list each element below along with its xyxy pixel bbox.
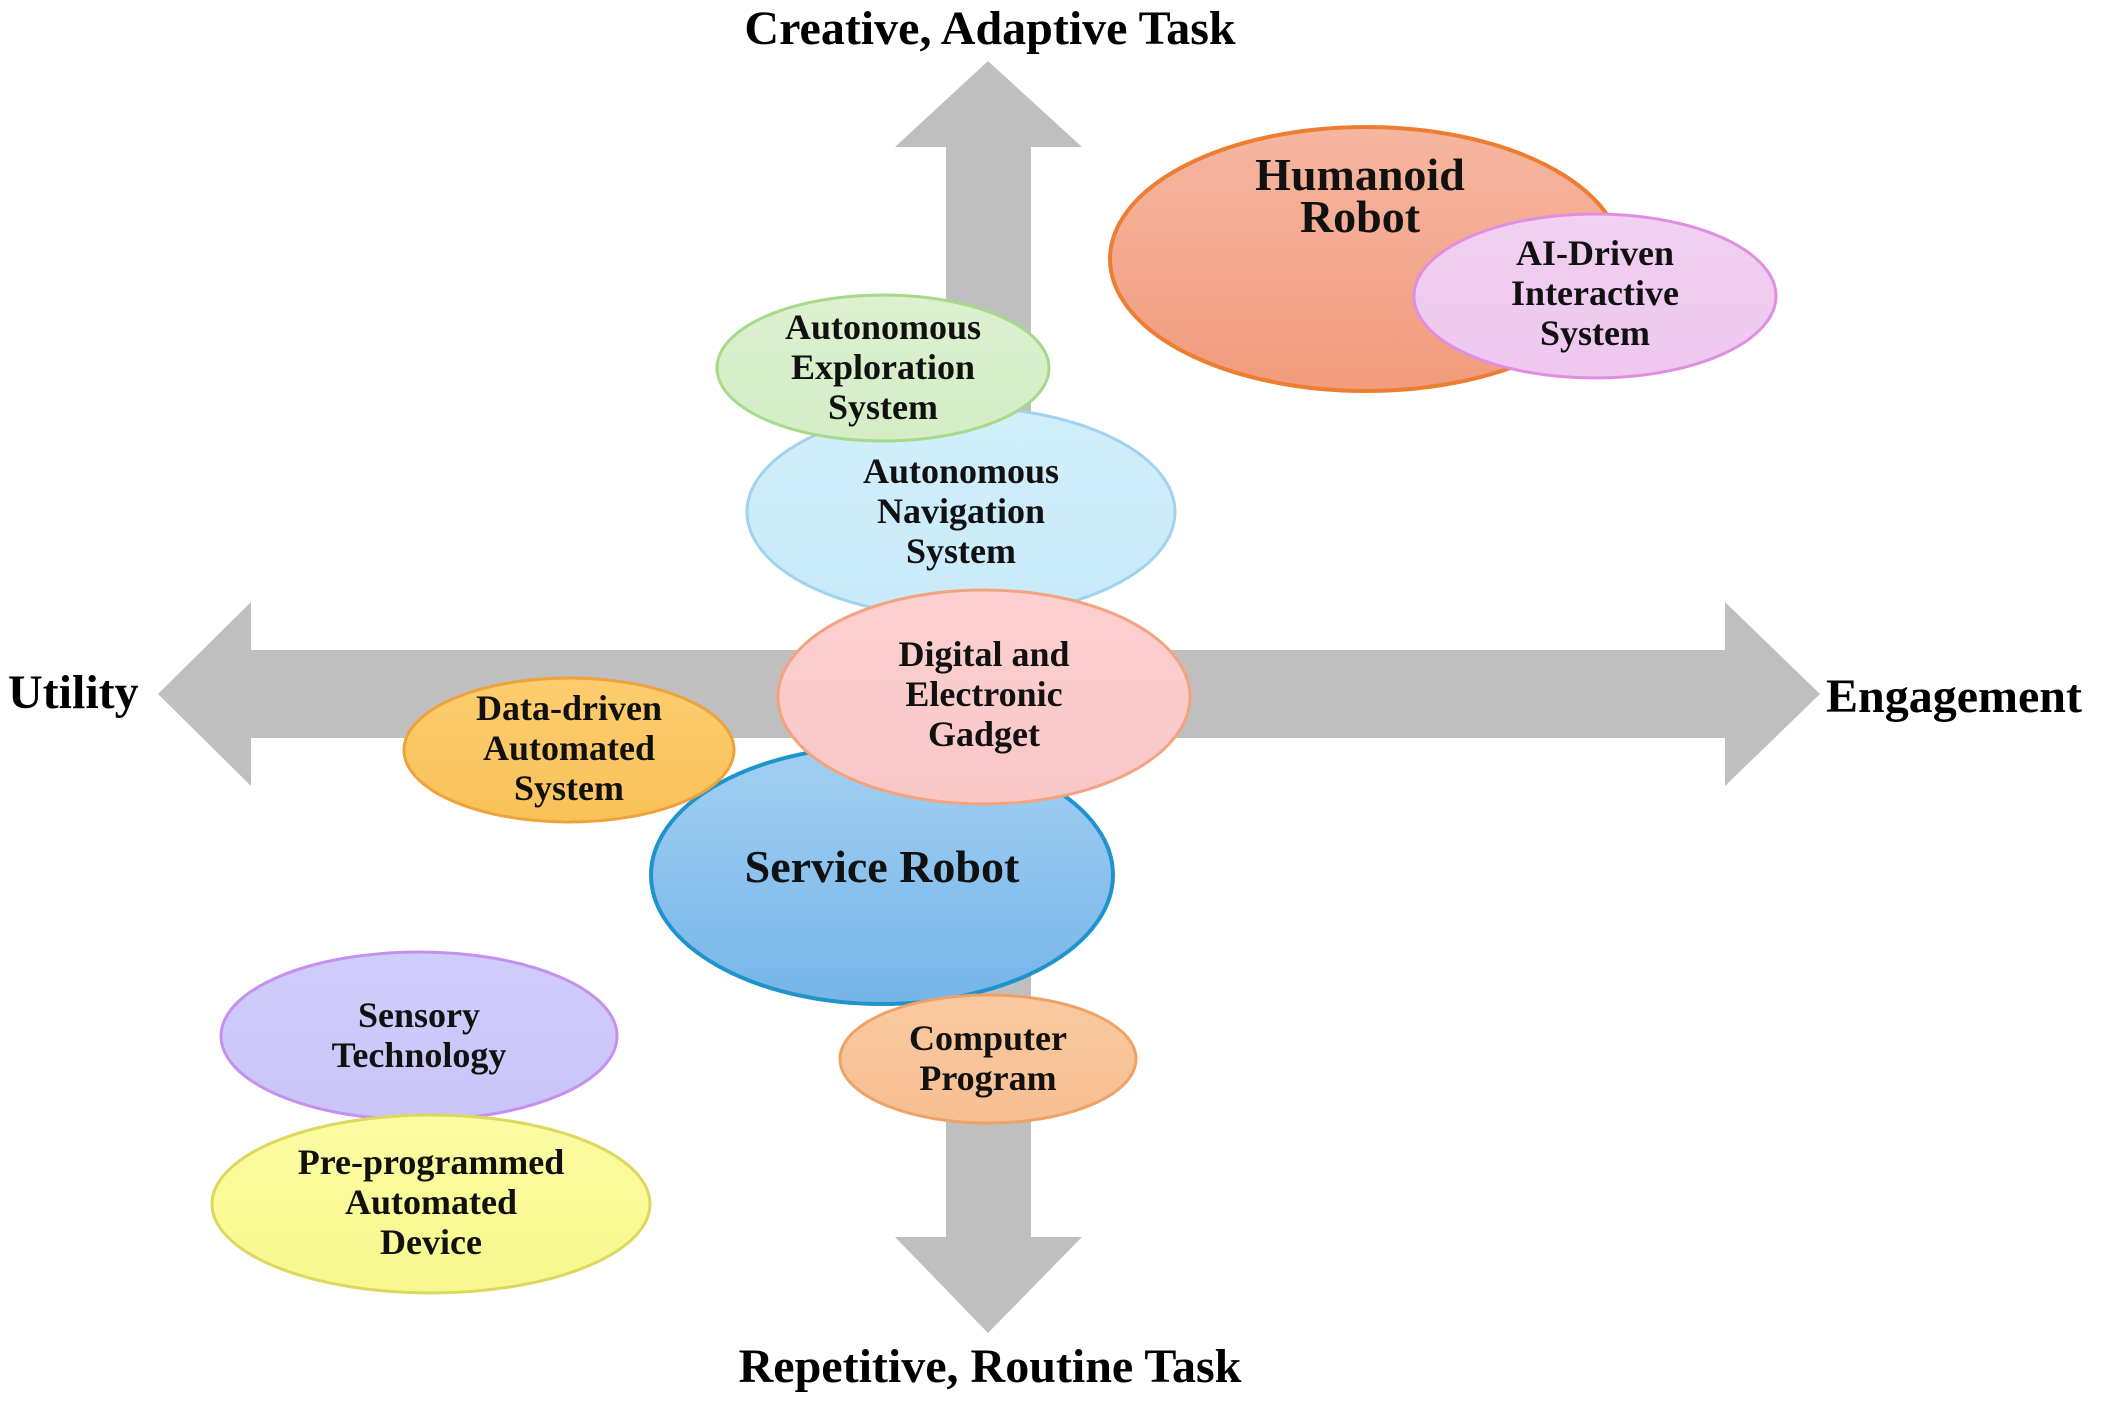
- computer-program-ellipse: [838, 993, 1138, 1125]
- data-driven-automated-system-label-line: System: [514, 768, 624, 808]
- data-driven-automated-system-label-line: Data-driven: [476, 688, 662, 728]
- ai-driven-interactive-system-label-line: AI-Driven: [1516, 233, 1674, 273]
- pre-programmed-automated-device-label-line: Pre-programmed: [298, 1142, 565, 1182]
- ai-driven-interactive-system-ellipse: [1412, 212, 1778, 380]
- node-service-robot: Service Robot: [649, 744, 1115, 1006]
- autonomous-exploration-system-label-line: Autonomous: [785, 307, 981, 347]
- autonomous-exploration-system-ellipse: [715, 293, 1051, 443]
- computer-program-label-line: Program: [919, 1058, 1056, 1098]
- autonomous-navigation-system-label-line: System: [906, 531, 1016, 571]
- autonomous-navigation-system-label-line: Autonomous: [863, 451, 1059, 491]
- humanoid-robot-label-line: Robot: [1300, 191, 1421, 242]
- autonomous-exploration-system-label-line: Exploration: [791, 347, 975, 387]
- pre-programmed-automated-device-label-line: Device: [380, 1222, 482, 1262]
- data-driven-automated-system-ellipse: [402, 676, 736, 824]
- digital-and-electronic-gadget-ellipse: [776, 588, 1192, 806]
- axis-label-bottom: Repetitive, Routine Task: [739, 1340, 1242, 1393]
- pre-programmed-automated-device-ellipse: [210, 1113, 652, 1295]
- sensory-technology-label-line: Technology: [332, 1035, 507, 1075]
- pre-programmed-automated-device-label-line: Automated: [345, 1182, 517, 1222]
- computer-program-label-line: Computer: [909, 1018, 1067, 1058]
- digital-and-electronic-gadget-label-line: Gadget: [928, 714, 1040, 754]
- humanoid-robot-label-line: Humanoid: [1255, 149, 1465, 200]
- ai-driven-interactive-system-label-line: System: [1540, 313, 1650, 353]
- sensory-technology-label-line: Sensory: [358, 995, 480, 1035]
- autonomous-navigation-system-label-line: Navigation: [877, 491, 1045, 531]
- ai-driven-interactive-system-label-line: Interactive: [1511, 273, 1679, 313]
- autonomous-exploration-system-label-line: System: [828, 387, 938, 427]
- data-driven-automated-system-label-line: Automated: [483, 728, 655, 768]
- axis-label-top: Creative, Adaptive Task: [744, 2, 1235, 55]
- service-robot-label-line: Service Robot: [745, 841, 1020, 892]
- axis-label-left: Utility: [8, 666, 139, 719]
- digital-and-electronic-gadget-label-line: Digital and: [898, 634, 1069, 674]
- axis-label-right: Engagement: [1826, 670, 2082, 723]
- digital-and-electronic-gadget-label-line: Electronic: [905, 674, 1062, 714]
